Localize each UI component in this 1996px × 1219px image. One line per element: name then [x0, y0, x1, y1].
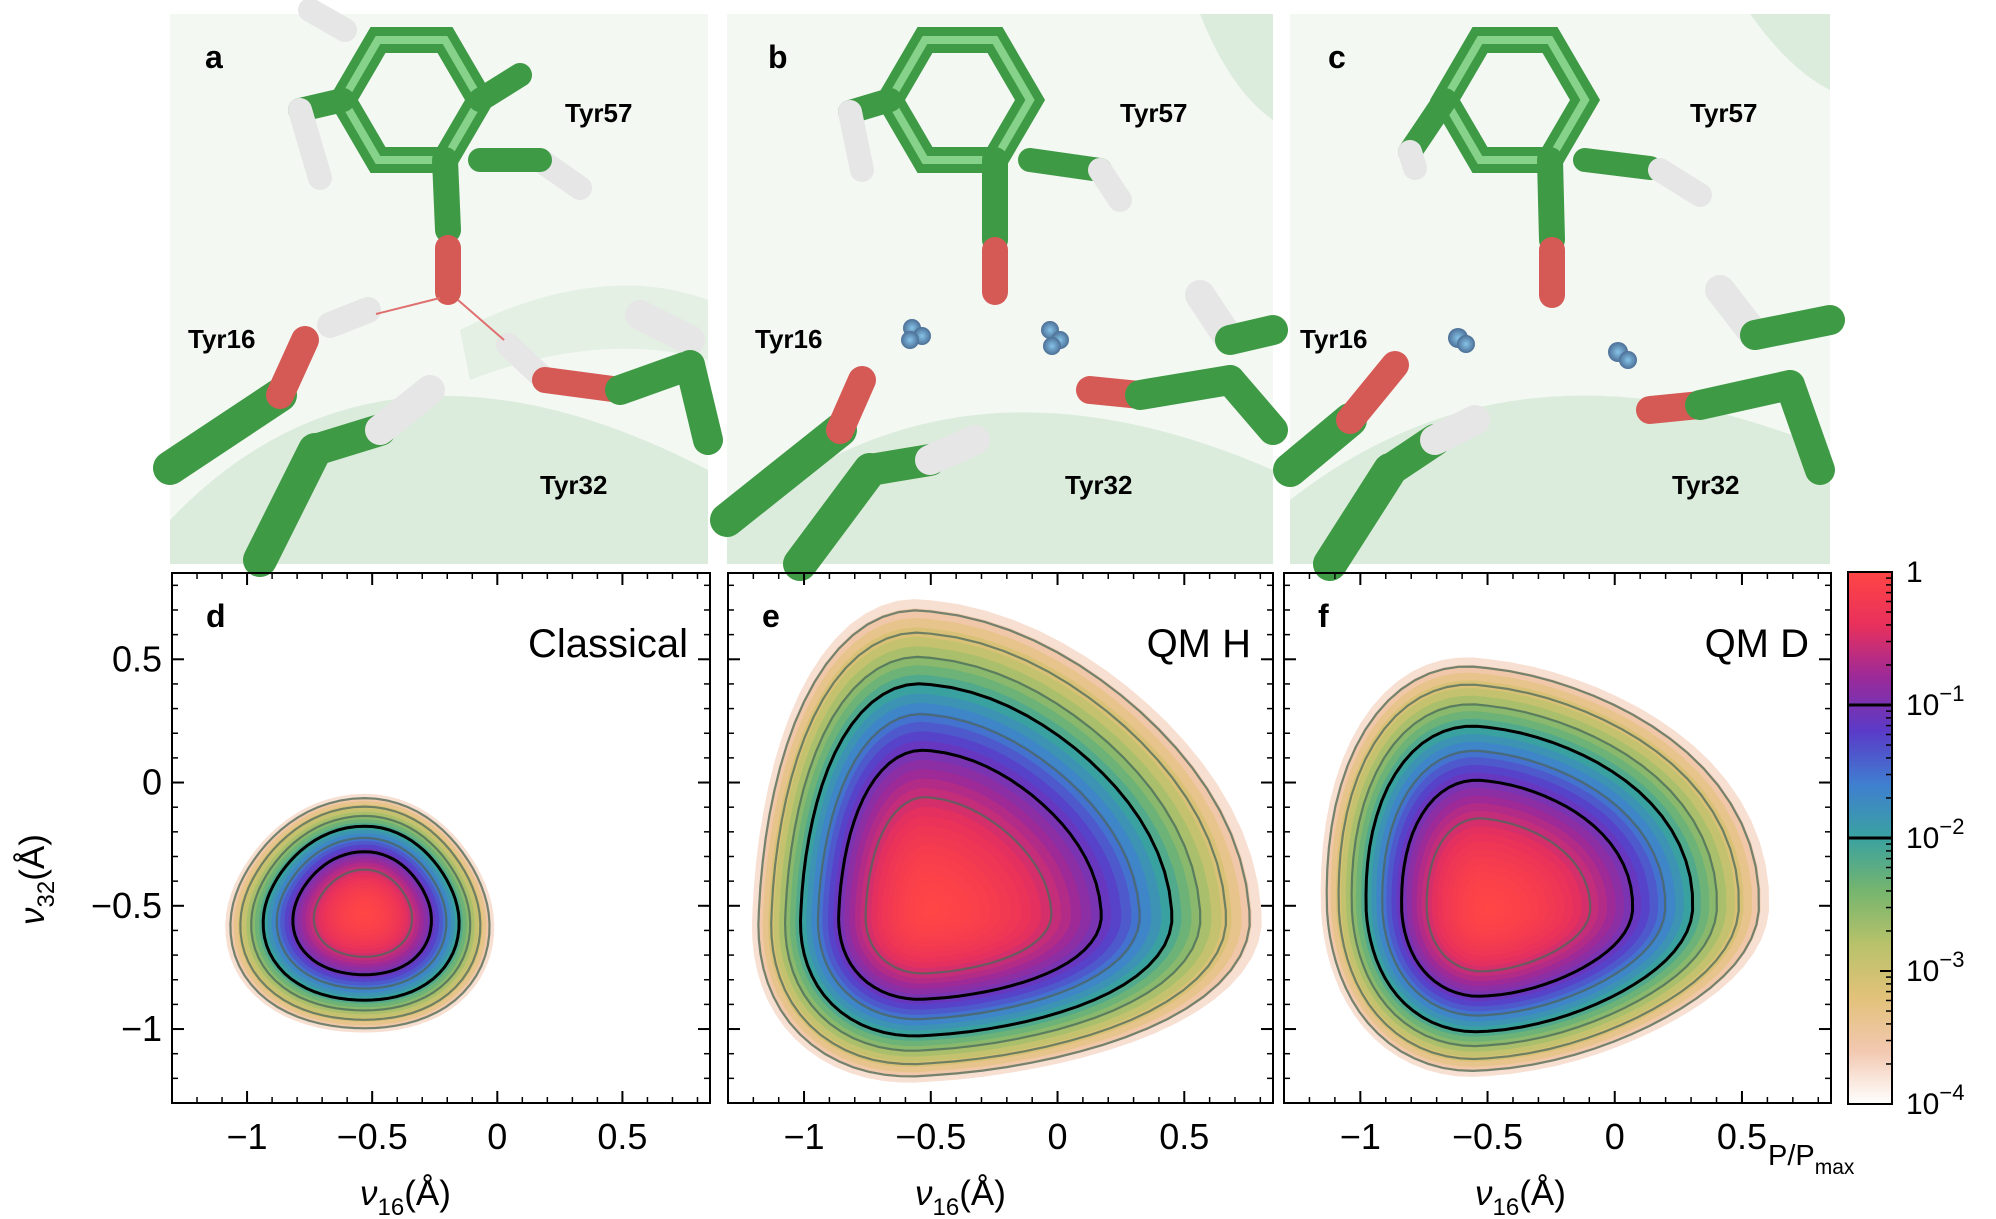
- protein-ribbon: [1200, 14, 1273, 120]
- panel-title: QM H: [1147, 622, 1251, 666]
- x-tick-label: 0.5: [1717, 1116, 1767, 1157]
- colorbar-label: P/Pmax: [1768, 1140, 1855, 1179]
- contour-line: [816, 712, 1141, 1021]
- residue-label-tyr16: Tyr16: [755, 324, 822, 354]
- contour-line: [1400, 778, 1635, 998]
- plot-frame: [1283, 572, 1832, 1104]
- y-tick-label: 0.5: [112, 638, 162, 679]
- protein-ribbon: [1750, 14, 1830, 90]
- density-band: [360, 909, 369, 917]
- contour-line: [864, 796, 1053, 975]
- x-axis-label: ν16(Å): [1475, 1174, 1566, 1219]
- structure-panel-c: c Tyr57 Tyr16 Tyr32: [1273, 14, 1845, 581]
- x-tick-label: −0.5: [337, 1116, 408, 1157]
- contour-line: [783, 655, 1202, 1052]
- residue-label-tyr16: Tyr16: [1300, 324, 1367, 354]
- contour-line: [1337, 683, 1740, 1061]
- tyr32-group: [1636, 275, 1845, 485]
- x-tick-label: −0.5: [1452, 1116, 1523, 1157]
- tyr57-ring: [288, 0, 592, 305]
- x-axis-label: ν16(Å): [915, 1174, 1006, 1219]
- protein-ribbon: [727, 412, 1273, 564]
- panel-letter: a: [205, 39, 223, 75]
- contour-line: [275, 836, 448, 990]
- contour-line: [770, 631, 1228, 1066]
- x-tick-label: −0.5: [895, 1116, 966, 1157]
- residue-label-tyr32: Tyr32: [1065, 470, 1132, 500]
- x-tick-label: −1: [1340, 1116, 1381, 1157]
- density-plot-f: −1 −0.5 0 0.5 f QM D: [1283, 572, 1832, 1157]
- tyr32-group: [496, 300, 723, 455]
- hbond-line: [457, 299, 505, 341]
- colorbar-tick-label: 10−2: [1906, 814, 1964, 855]
- residue-label-tyr57: Tyr57: [1120, 98, 1187, 128]
- tyr57-ring: [1398, 27, 1712, 308]
- colorbar-tick-label: 10−1: [1906, 681, 1964, 722]
- x-tick-label: −1: [227, 1116, 268, 1157]
- contour-line: [1381, 749, 1667, 1017]
- tyr16-group: [153, 297, 445, 577]
- contour-line: [1425, 817, 1592, 973]
- contour-line: [250, 814, 472, 1012]
- structure-panel-b: b Tyr57 Tyr16 Tyr32: [710, 14, 1288, 581]
- density-band: [1482, 903, 1497, 916]
- panel-letter: e: [762, 598, 780, 634]
- residue-label-tyr32: Tyr32: [540, 470, 607, 500]
- contour-line: [1325, 665, 1760, 1073]
- hbond-line: [375, 297, 441, 315]
- contour-line: [1364, 724, 1695, 1034]
- panel-letter: f: [1318, 598, 1329, 634]
- contour-line: [312, 868, 414, 958]
- contour-line: [239, 805, 482, 1021]
- colorbar-tick-label: 1: [1906, 556, 1923, 589]
- panel-letter: d: [206, 598, 226, 634]
- plot-frame: [171, 572, 711, 1104]
- structure-panel-a: a Tyr57 Tyr16 Tyr32: [153, 0, 723, 577]
- contour-line: [229, 796, 491, 1030]
- density-plot-e: −1 −0.5 0 0.5 e QM H: [727, 572, 1274, 1157]
- y-axis-label: ν32(Å): [13, 834, 60, 925]
- y-tick-label: −1: [121, 1008, 162, 1049]
- residue-label-tyr57: Tyr57: [1690, 98, 1757, 128]
- x-axis-label: ν16(Å): [360, 1174, 451, 1219]
- panel-title: QM D: [1705, 622, 1809, 666]
- contour-line: [798, 682, 1174, 1038]
- x-tick-label: 0.5: [1159, 1116, 1209, 1157]
- colorbar: 1 10−1 10−2 10−3 10−4 P/Pmax: [1768, 556, 1964, 1179]
- y-tick-label: −0.5: [91, 885, 162, 926]
- tyr57-ring: [838, 27, 1132, 305]
- x-tick-label: 0: [487, 1116, 507, 1157]
- tyr16-group: [710, 366, 990, 581]
- y-tick-label: 0: [142, 762, 162, 803]
- x-tick-label: 0: [1048, 1116, 1068, 1157]
- contour-line: [757, 609, 1251, 1078]
- colorbar-tick-label: 10−4: [1906, 1080, 1964, 1121]
- contour-line: [837, 748, 1103, 1001]
- panel-letter: b: [768, 39, 788, 75]
- panel-title: Classical: [528, 622, 688, 666]
- colorbar-ticks: 1 10−1 10−2 10−3 10−4: [1848, 556, 1964, 1121]
- x-tick-label: −1: [784, 1116, 825, 1157]
- contour-line: [261, 824, 461, 1002]
- contour-line: [291, 850, 433, 977]
- residue-label-tyr16: Tyr16: [188, 324, 255, 354]
- residue-label-tyr32: Tyr32: [1672, 470, 1739, 500]
- plot-frame: [727, 572, 1274, 1104]
- contour-line: [1350, 703, 1718, 1048]
- density-band: [925, 901, 941, 916]
- tyr16-group: [1273, 351, 1490, 581]
- x-tick-label: 0.5: [597, 1116, 647, 1157]
- panel-letter: c: [1328, 39, 1346, 75]
- x-tick-label: 0: [1605, 1116, 1625, 1157]
- colorbar-tick-label: 10−3: [1906, 947, 1964, 988]
- deuterium-cluster: [901, 319, 1069, 355]
- tyr32-group: [1076, 280, 1288, 445]
- deuterium-cluster: [1448, 328, 1637, 369]
- residue-label-tyr57: Tyr57: [565, 98, 632, 128]
